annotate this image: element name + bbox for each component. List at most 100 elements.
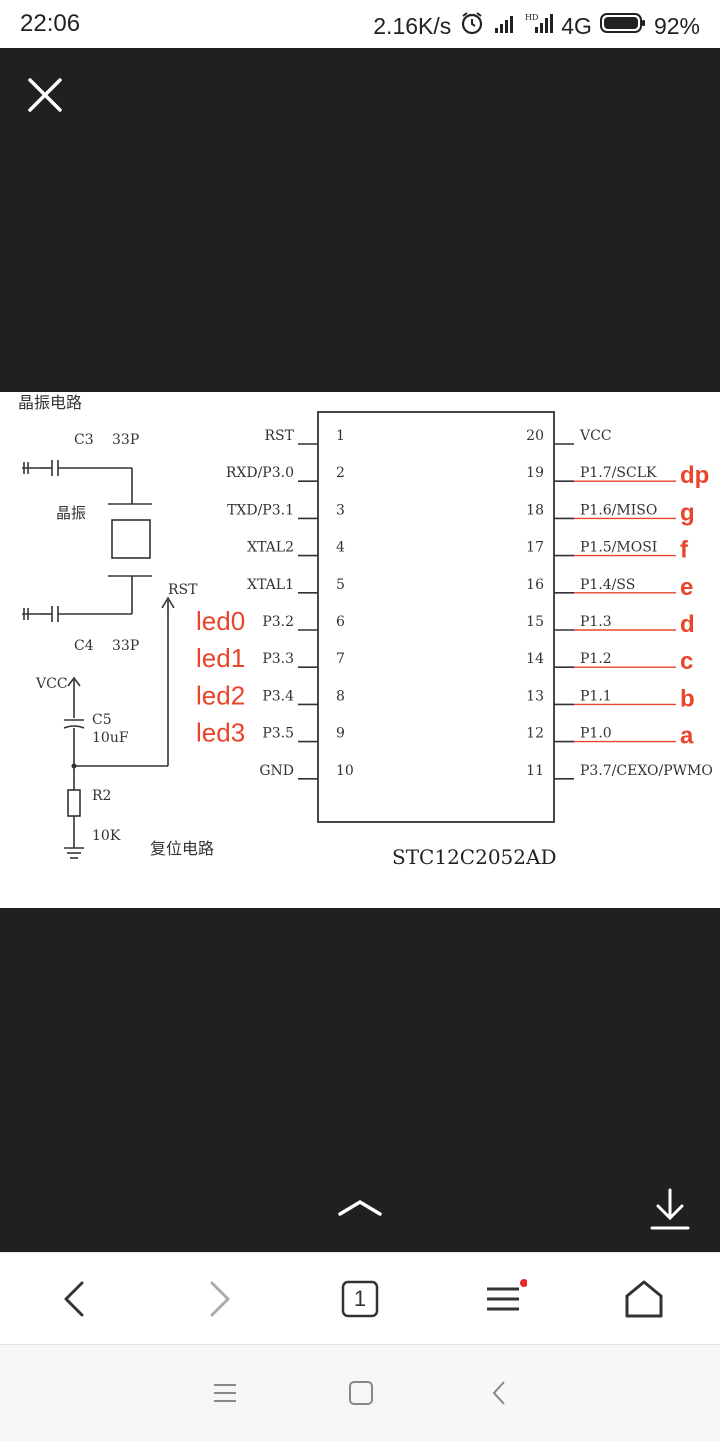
segment-label: e xyxy=(680,574,693,601)
schematic-image: 晶振电路 C3 33P 晶振 C4 xyxy=(0,392,720,908)
pin-name-left: TXD/P3.1 xyxy=(227,502,294,518)
back-arrow-icon xyxy=(64,1281,84,1317)
pin-number-left: 8 xyxy=(336,688,345,704)
pin-number-left: 1 xyxy=(336,428,345,444)
status-right: 2.16K/s HD 4G 92% xyxy=(373,10,700,42)
pin-number-right: 14 xyxy=(526,651,544,667)
pin-number-right: 12 xyxy=(526,726,544,742)
r2-value: 10K xyxy=(92,828,121,844)
pin-name-right: P1.7/SCLK xyxy=(580,465,657,481)
pin-number-left: 4 xyxy=(336,540,345,556)
network-speed: 2.16K/s xyxy=(373,12,452,39)
pin-number-right: 16 xyxy=(526,577,544,593)
c5-value: 10uF xyxy=(92,730,129,746)
segment-label: a xyxy=(680,723,694,750)
pin-number-right: 13 xyxy=(526,688,544,704)
pin-name-left: P3.3 xyxy=(262,651,294,667)
forward-button[interactable] xyxy=(188,1269,248,1329)
close-icon xyxy=(28,78,62,112)
pin-name-left: P3.5 xyxy=(262,726,294,742)
reset-circuit xyxy=(63,596,175,859)
svg-text:HD: HD xyxy=(525,13,538,22)
crystal-label: 晶振 xyxy=(56,504,86,522)
pin-name-right: VCC xyxy=(579,428,612,444)
image-viewer: 晶振电路 C3 33P 晶振 C4 xyxy=(0,48,720,1252)
pin-number-right: 18 xyxy=(526,502,544,518)
segment-label: b xyxy=(680,685,695,712)
home-square-button[interactable] xyxy=(339,1371,383,1415)
pin-number-left: 6 xyxy=(336,614,345,630)
chevron-up-icon xyxy=(338,1199,382,1216)
alarm-icon xyxy=(459,10,485,42)
segment-label: c xyxy=(680,648,693,675)
pin-number-right: 15 xyxy=(526,614,544,630)
pin-number-left: 5 xyxy=(336,577,345,593)
download-icon xyxy=(650,1188,690,1230)
ic-title: STC12C2052AD xyxy=(392,845,556,869)
c4-label: C4 xyxy=(74,638,94,654)
battery-icon xyxy=(599,11,646,41)
led-label: led1 xyxy=(196,643,245,673)
pin-name-right: P1.4/SS xyxy=(580,577,635,593)
pin-name-left: RXD/P3.0 xyxy=(226,465,294,481)
tab-count: 1 xyxy=(353,1286,367,1311)
collapse-button[interactable] xyxy=(330,1188,390,1228)
pin-number-right: 20 xyxy=(526,428,544,444)
download-button[interactable] xyxy=(640,1184,700,1236)
pin-number-left: 2 xyxy=(336,465,345,481)
back-chevron-icon xyxy=(492,1381,505,1405)
menu-icon xyxy=(487,1279,527,1311)
tabs-button[interactable]: 1 xyxy=(330,1269,390,1329)
recents-button[interactable] xyxy=(203,1371,247,1415)
signal-hd-icon: HD xyxy=(525,12,554,40)
vcc-label: VCC xyxy=(35,676,68,692)
c3-value: 33P xyxy=(112,432,139,448)
pin-name-right: P3.7/CEXO/PWMO xyxy=(580,763,713,779)
pin-number-right: 17 xyxy=(526,540,544,556)
pin-number-left: 7 xyxy=(336,651,345,667)
pin-number-left: 10 xyxy=(336,763,354,779)
signal-icon xyxy=(493,13,517,40)
crystal-circuit xyxy=(22,460,152,622)
browser-toolbar: 1 xyxy=(0,1252,720,1345)
segment-label: f xyxy=(680,537,689,564)
system-nav-bar xyxy=(0,1344,720,1441)
pin-name-right: P1.2 xyxy=(580,651,612,667)
ic-body xyxy=(317,411,555,823)
c5-label: C5 xyxy=(92,712,112,728)
pin-number-left: 3 xyxy=(336,502,345,518)
pin-number-right: 19 xyxy=(526,465,544,481)
led-label: led0 xyxy=(196,606,245,636)
close-button[interactable] xyxy=(22,72,68,118)
rst-net-label: RST xyxy=(168,582,198,598)
home-square-icon xyxy=(349,1381,373,1405)
tabs-icon xyxy=(341,1280,379,1318)
c3-label: C3 xyxy=(74,432,94,448)
pin-name-left: P3.2 xyxy=(262,614,294,630)
status-time: 22:06 xyxy=(20,10,81,37)
r2-label: R2 xyxy=(92,788,111,804)
segment-label: d xyxy=(680,611,695,638)
recents-icon xyxy=(214,1384,236,1402)
pin-name-left: XTAL2 xyxy=(247,540,294,556)
led-label: led3 xyxy=(196,718,245,748)
crystal-section-label: 晶振电路 xyxy=(18,393,82,412)
pin-name-left: XTAL1 xyxy=(247,577,294,593)
home-button[interactable] xyxy=(614,1269,674,1329)
c4-value: 33P xyxy=(112,638,139,654)
pin-name-left: RST xyxy=(265,428,295,444)
pin-name-right: P1.0 xyxy=(580,726,612,742)
system-back-button[interactable] xyxy=(478,1371,522,1415)
led-label: led2 xyxy=(196,680,245,710)
pin-name-left: P3.4 xyxy=(262,688,294,704)
segment-label: dp xyxy=(680,462,709,489)
pin-name-right: P1.3 xyxy=(580,614,612,630)
home-icon xyxy=(625,1280,663,1318)
battery-percent: 92% xyxy=(653,12,700,39)
menu-button[interactable] xyxy=(472,1269,532,1329)
circuit-schematic: 晶振电路 C3 33P 晶振 C4 xyxy=(18,393,713,869)
pin-name-right: P1.5/MOSI xyxy=(580,540,657,556)
back-button[interactable] xyxy=(46,1269,106,1329)
